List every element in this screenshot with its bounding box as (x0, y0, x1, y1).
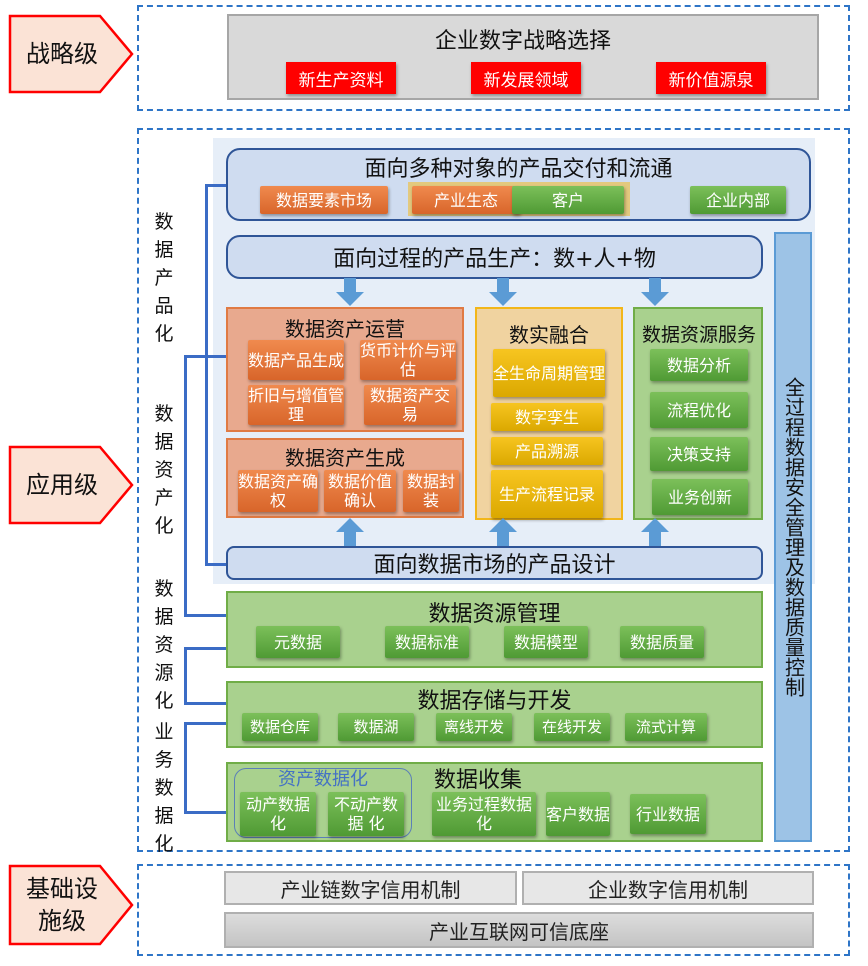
service-item-data-analysis: 数据分析 (650, 349, 748, 381)
infra-item-enterprise-credit: 企业数字信用机制 (522, 871, 814, 905)
infrastructure-container (137, 864, 850, 956)
asset-datafication-group: 资产数据化 (234, 768, 412, 838)
storage-dev-title: 数据存储与开发 (417, 689, 572, 714)
delivery-item-industrial-ecology: 产业生态 (412, 186, 520, 214)
level-tag-strategy: 战略级 (8, 14, 134, 94)
resource-service-box: 数据资源服务 数据分析 流程优化 决策支持 业务创新 (633, 307, 763, 520)
collection-item-industry-data: 行业数据 (630, 794, 706, 834)
storage-item-stream-compute: 流式计算 (625, 713, 707, 741)
collection-item-movable-assets: 动产数据化 (240, 792, 316, 836)
arrow-down-icon (489, 278, 517, 306)
arrow-up-icon (641, 518, 669, 546)
data-collection-box: 数据收集 资产数据化 动产数据化 不动产数据 化 业务过程数据化 客户数据 行业… (226, 762, 763, 842)
delivery-title: 面向多种对象的产品交付和流通 (364, 157, 673, 182)
asset-op-item-trading: 数据资产交易 (364, 385, 456, 425)
asset-gen-item-ownership: 数据资产确权 (238, 470, 319, 512)
resource-service-title: 数据资源服务 (641, 323, 756, 346)
stage-label-productization: 数据产品化 (154, 211, 174, 345)
storage-dev-box: 数据存储与开发 数据仓库 数据湖 离线开发 在线开发 流式计算 (226, 681, 763, 748)
collection-item-customer-data: 客户数据 (546, 792, 610, 836)
resource-mgmt-item-metadata: 元数据 (256, 626, 340, 658)
pentagon-arrow-shape (8, 864, 134, 946)
stage-label-business-datafication: 业务数据化 (154, 721, 174, 855)
storage-item-offline-dev: 离线开发 (436, 713, 512, 741)
pentagon-arrow-shape (8, 445, 134, 525)
asset-op-item-depreciation: 折旧与增值管理 (248, 385, 345, 425)
asset-generation-box: 数据资产生成 数据资产确权 数据价值确认 数据封装 (226, 438, 464, 518)
strategy-container (137, 5, 850, 111)
delivery-item-customer: 客户 (512, 186, 624, 214)
strategy-panel: 企业数字战略选择 新生产资料 新发展领域 新价值源泉 (227, 14, 819, 100)
collection-item-business-process: 业务过程数据化 (432, 792, 536, 836)
asset-datafication-label: 资产数据化 (278, 769, 368, 790)
fusion-item-lifecycle: 全生命周期管理 (493, 349, 605, 397)
arrow-up-icon (336, 518, 364, 546)
production-box: 面向过程的产品生产：数+人+物 (226, 235, 763, 279)
delivery-item-data-element-market: 数据要素市场 (260, 186, 388, 214)
resource-mgmt-item-standards: 数据标准 (385, 626, 469, 658)
arrow-down-icon (641, 278, 669, 306)
resource-mgmt-item-quality: 数据质量 (620, 626, 704, 658)
service-item-decision-support: 决策支持 (650, 437, 748, 471)
security-quality-text: 全过程数据安全管理及数据质量控制 (781, 377, 806, 697)
strategy-item-new-production-materials: 新生产资料 (286, 62, 396, 94)
level-label: 应用级 (26, 471, 98, 499)
delivery-box: 面向多种对象的产品交付和流通 数据要素市场 产业生态 客户 企业内部 (226, 148, 811, 221)
fusion-item-traceability: 产品溯源 (491, 437, 603, 465)
digital-real-fusion-box: 数实融合 全生命周期管理 数字孪生 产品溯源 生产流程记录 (475, 307, 623, 520)
stage-label-resourcization: 数据资源化 (154, 578, 174, 712)
asset-operation-box: 数据资产运营 数据产品生成 货币计价与评估 折旧与增值管理 数据资产交易 (226, 307, 464, 432)
level-label: 基础设 施级 (16, 864, 108, 946)
asset-generation-title: 数据资产生成 (285, 445, 405, 470)
infra-base-trusted-foundation: 产业互联网可信底座 (224, 912, 814, 948)
service-item-business-innovation: 业务创新 (652, 479, 748, 515)
fusion-item-digital-twin: 数字孪生 (491, 403, 603, 431)
fusion-item-process-record: 生产流程记录 (491, 470, 603, 518)
level-label: 战略级 (26, 40, 98, 68)
resource-mgmt-item-model: 数据模型 (504, 626, 588, 658)
delivery-item-enterprise-internal: 企业内部 (690, 186, 786, 214)
pentagon-arrow-shape (8, 14, 134, 94)
asset-gen-item-value-confirm: 数据价值确认 (324, 470, 396, 512)
stage-label-assetization: 数据资产化 (154, 403, 174, 537)
infra-item-chain-credit: 产业链数字信用机制 (224, 871, 517, 905)
collection-item-real-estate: 不动产数据 化 (328, 792, 404, 836)
asset-op-item-product-generation: 数据产品生成 (248, 340, 344, 380)
service-item-process-optimization: 流程优化 (650, 392, 748, 428)
level-tag-application: 应用级 (8, 445, 134, 525)
arrow-up-icon (489, 518, 517, 546)
asset-gen-item-packaging: 数据封装 (403, 470, 459, 512)
product-design-box: 面向数据市场的产品设计 (226, 546, 763, 580)
application-container (137, 128, 850, 852)
storage-item-online-dev: 在线开发 (534, 713, 610, 741)
strategy-item-new-value-sources: 新价值源泉 (656, 62, 766, 94)
storage-item-warehouse: 数据仓库 (242, 713, 318, 741)
asset-op-item-valuation: 货币计价与评估 (360, 340, 457, 380)
level-label-line: 施级 (38, 907, 86, 935)
arrow-down-icon (336, 278, 364, 306)
level-label-line: 基础设 (26, 875, 98, 903)
resource-management-title: 数据资源管理 (428, 602, 561, 627)
storage-item-lake: 数据湖 (338, 713, 414, 741)
digital-real-fusion-title: 数实融合 (509, 322, 589, 347)
data-collection-title: 数据收集 (433, 768, 522, 793)
resource-management-box: 数据资源管理 元数据 数据标准 数据模型 数据质量 (226, 591, 763, 668)
asset-operation-title: 数据资产运营 (285, 316, 405, 341)
security-quality-bar: 全过程数据安全管理及数据质量控制 (774, 232, 812, 842)
strategy-item-new-development-areas: 新发展领域 (471, 62, 581, 94)
level-tag-infrastructure: 基础设 施级 (8, 864, 134, 946)
strategy-title: 企业数字战略选择 (434, 29, 611, 54)
